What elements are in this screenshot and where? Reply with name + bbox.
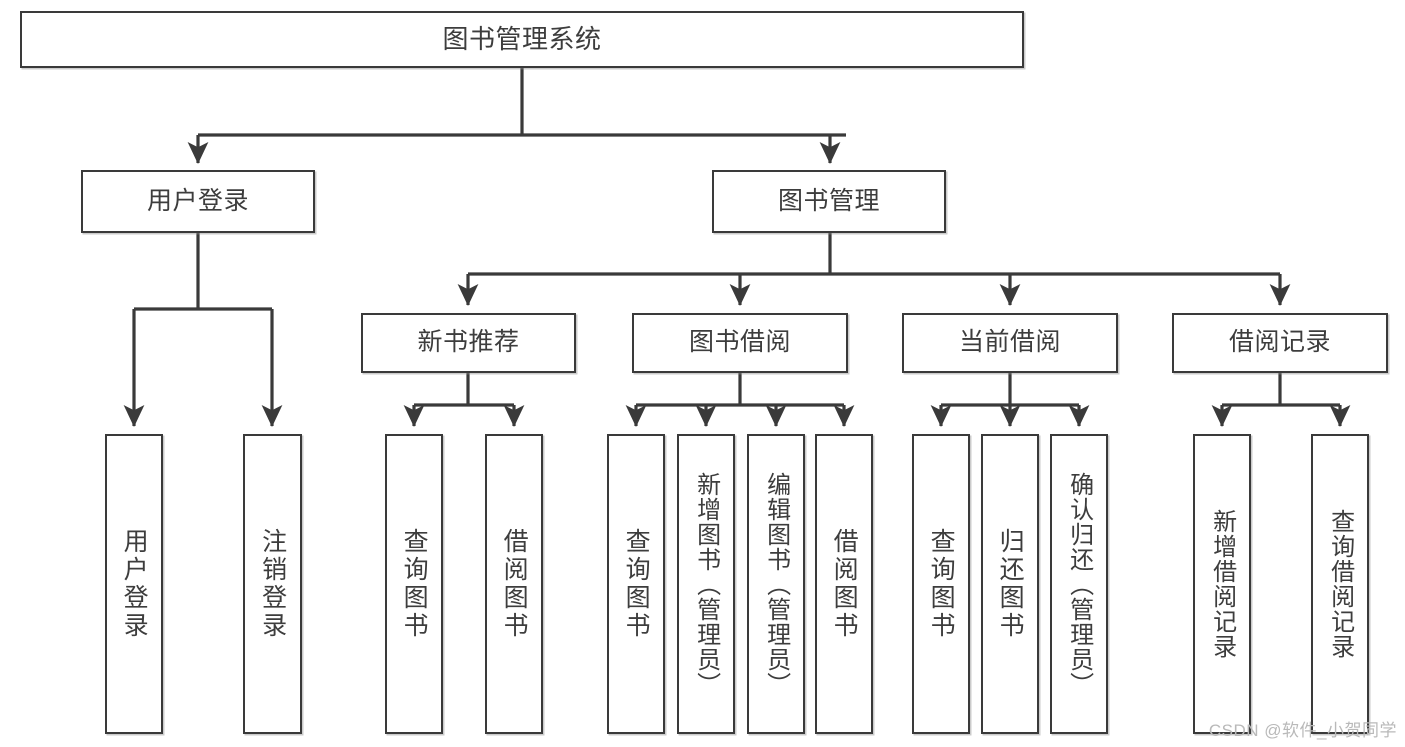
node-label: 借阅记录 <box>1228 328 1331 357</box>
node-leaf-borrow-book-recommend[interactable]: 借阅图书 <box>485 434 543 734</box>
node-label: 借阅图书 <box>500 528 529 640</box>
node-root-book-management-system[interactable]: 图书管理系统 <box>20 11 1024 68</box>
node-label: 新增借阅记录 <box>1208 509 1236 659</box>
node-label: 查询借阅记录 <box>1326 509 1354 659</box>
node-user-login[interactable]: 用户登录 <box>81 170 315 233</box>
node-current-borrowing[interactable]: 当前借阅 <box>902 313 1118 373</box>
node-label: 图书管理 <box>777 186 880 215</box>
node-label: 当前借阅 <box>958 328 1061 357</box>
node-label: 归还图书 <box>996 528 1025 640</box>
node-label: 确认归还（管理员） <box>1065 471 1093 697</box>
node-leaf-add-book-admin[interactable]: 新增图书（管理员） <box>677 434 735 734</box>
node-leaf-query-borrow-record[interactable]: 查询借阅记录 <box>1311 434 1369 734</box>
node-book-management[interactable]: 图书管理 <box>712 170 946 233</box>
node-leaf-query-book-borrow[interactable]: 查询图书 <box>607 434 665 734</box>
node-label: 图书管理系统 <box>442 24 602 55</box>
node-leaf-user-login[interactable]: 用户登录 <box>105 434 163 734</box>
node-label: 用户登录 <box>120 528 149 640</box>
node-leaf-confirm-return-admin[interactable]: 确认归还（管理员） <box>1050 434 1108 734</box>
node-borrowing-records[interactable]: 借阅记录 <box>1172 313 1388 373</box>
node-leaf-query-book-current[interactable]: 查询图书 <box>912 434 970 734</box>
node-leaf-query-book-recommend[interactable]: 查询图书 <box>385 434 443 734</box>
node-leaf-return-book[interactable]: 归还图书 <box>981 434 1039 734</box>
node-label: 查询图书 <box>622 528 651 640</box>
node-leaf-logout-login[interactable]: 注销登录 <box>243 434 302 734</box>
node-label: 用户登录 <box>146 186 249 215</box>
csdn-watermark: CSDN @软件_小贺同学 <box>1208 721 1397 740</box>
node-leaf-add-borrow-record[interactable]: 新增借阅记录 <box>1193 434 1251 734</box>
node-label: 查询图书 <box>400 528 429 640</box>
node-label: 查询图书 <box>927 528 956 640</box>
node-leaf-edit-book-admin[interactable]: 编辑图书（管理员） <box>747 434 805 734</box>
node-leaf-borrow-book[interactable]: 借阅图书 <box>815 434 873 734</box>
node-label: 新书推荐 <box>417 328 520 357</box>
node-new-book-recommendation[interactable]: 新书推荐 <box>361 313 576 373</box>
node-label: 借阅图书 <box>830 528 859 640</box>
node-label: 图书借阅 <box>688 328 791 357</box>
node-label: 编辑图书（管理员） <box>762 471 790 697</box>
node-book-borrowing[interactable]: 图书借阅 <box>632 313 848 373</box>
node-label: 新增图书（管理员） <box>692 471 720 697</box>
node-label: 注销登录 <box>258 528 287 640</box>
